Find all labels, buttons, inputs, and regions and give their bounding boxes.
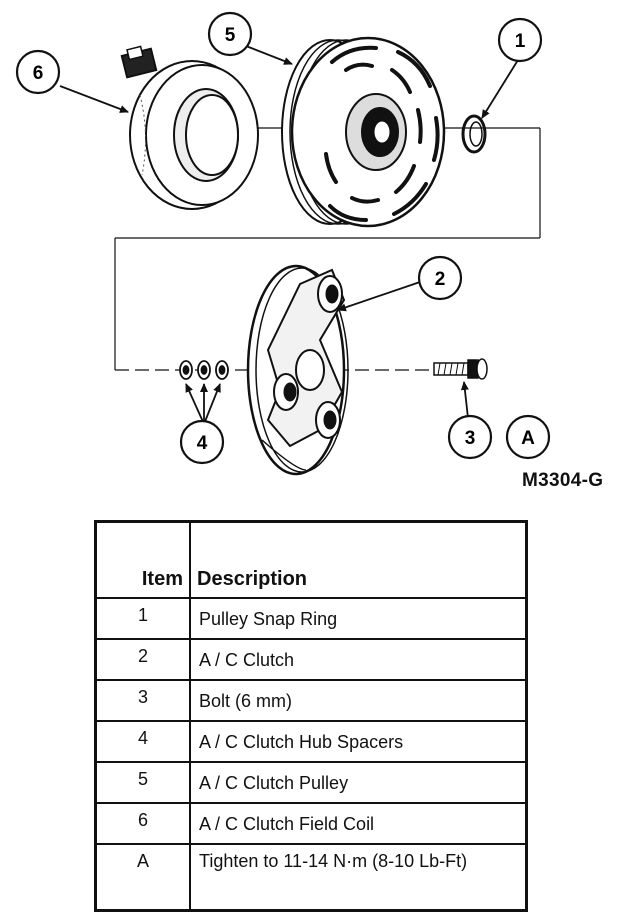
svg-text:6: 6 xyxy=(33,63,44,84)
callout-4: 4 xyxy=(179,419,225,465)
description-cell: Tighten to 11-14 N·m (8-10 Lb-Ft) xyxy=(189,843,528,912)
callout-3: 3 xyxy=(447,414,493,460)
callout-a: A xyxy=(505,414,551,460)
description-cell: Bolt (6 mm) xyxy=(189,679,528,722)
table-row: 3 Bolt (6 mm) xyxy=(94,679,528,722)
description-cell: A / C Clutch xyxy=(189,638,528,681)
item-cell: A xyxy=(94,843,191,912)
table-row: 1 Pulley Snap Ring xyxy=(94,597,528,640)
description-cell: A / C Clutch Hub Spacers xyxy=(189,720,528,763)
table-row: 5 A / C Clutch Pulley xyxy=(94,761,528,804)
clutch-hub xyxy=(246,264,349,476)
item-cell: 1 xyxy=(94,597,191,640)
callout-5: 5 xyxy=(207,11,253,57)
svg-text:3: 3 xyxy=(465,428,476,449)
svg-text:5: 5 xyxy=(225,25,236,46)
callout-2: 2 xyxy=(417,255,463,301)
bolt xyxy=(433,358,488,380)
table-header-row: Item Description xyxy=(94,520,528,599)
description-cell: A / C Clutch Pulley xyxy=(189,761,528,804)
callout-6: 6 xyxy=(15,49,61,95)
column-header-description: Description xyxy=(189,520,528,599)
field-coil xyxy=(120,45,259,210)
svg-text:4: 4 xyxy=(197,433,208,454)
svg-text:1: 1 xyxy=(515,31,526,52)
table-row: 6 A / C Clutch Field Coil xyxy=(94,802,528,845)
item-cell: 6 xyxy=(94,802,191,845)
item-cell: 2 xyxy=(94,638,191,681)
table-row: 4 A / C Clutch Hub Spacers xyxy=(94,720,528,763)
callout-1: 1 xyxy=(497,17,543,63)
svg-text:2: 2 xyxy=(435,269,446,290)
item-cell: 3 xyxy=(94,679,191,722)
item-cell: 4 xyxy=(94,720,191,763)
leader-arrows xyxy=(59,45,519,425)
hub-spacers xyxy=(179,360,229,380)
table-row: A Tighten to 11-14 N·m (8-10 Lb-Ft) xyxy=(94,843,528,912)
svg-text:A: A xyxy=(521,428,535,449)
snap-ring xyxy=(461,114,487,154)
clutch-pulley xyxy=(281,36,446,228)
description-cell: A / C Clutch Field Coil xyxy=(189,802,528,845)
description-cell: Pulley Snap Ring xyxy=(189,597,528,640)
figure-code: M3304-G xyxy=(522,470,604,491)
parts-table: Item Description 1 Pulley Snap Ring 2 A … xyxy=(94,520,528,912)
item-cell: 5 xyxy=(94,761,191,804)
exploded-diagram: 1 5 6 2 4 3 A xyxy=(15,11,551,476)
table-row: 2 A / C Clutch xyxy=(94,638,528,681)
column-header-item: Item xyxy=(94,520,191,599)
